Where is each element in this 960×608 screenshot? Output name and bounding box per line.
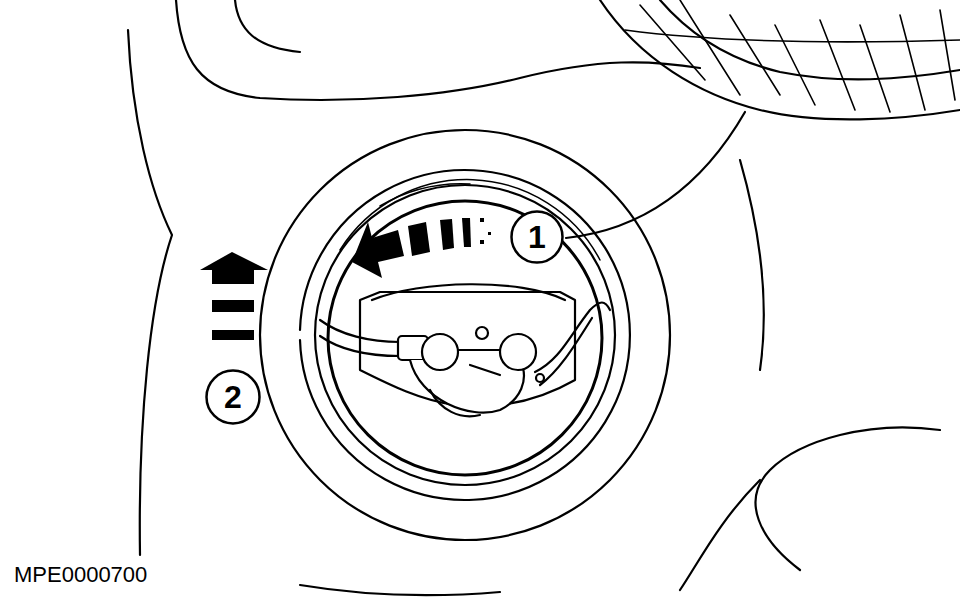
pump-detail	[458, 350, 500, 375]
callout-outline	[207, 371, 260, 424]
lift-arrow	[200, 252, 268, 340]
opening-inner-ring	[328, 201, 602, 475]
figure-code: MPE0000700	[14, 562, 147, 588]
wire	[535, 303, 610, 373]
pump-body	[410, 360, 524, 413]
callout-circle: 2	[205, 369, 261, 425]
hose	[600, 0, 960, 119]
arrow-dash	[440, 219, 454, 250]
wire-clip	[536, 374, 544, 382]
pump-flange	[372, 284, 565, 300]
tank-contour	[128, 30, 172, 555]
arrow-dash	[462, 218, 471, 247]
opening-ring	[315, 185, 615, 485]
fuel-line	[320, 320, 400, 356]
wire	[540, 318, 592, 385]
arrow-dot	[480, 218, 484, 222]
tank-contour	[176, 0, 700, 100]
arrow-head	[200, 252, 268, 270]
pump-knob	[422, 334, 458, 370]
arrow-dash	[212, 300, 254, 312]
ring-shading	[380, 184, 470, 206]
opening-outer-ring	[260, 130, 670, 540]
hose-grid	[625, 30, 960, 42]
pump-knob	[500, 334, 536, 370]
tank-contour	[756, 427, 940, 570]
arrow-dot	[488, 232, 491, 235]
opening-ring	[300, 170, 630, 500]
callout-circle: 1	[510, 210, 564, 264]
arrow-dash	[212, 330, 254, 340]
arrow-head	[352, 222, 404, 278]
tank-contour	[235, 0, 300, 52]
tank-contour	[300, 585, 500, 595]
arrow-dot	[480, 240, 484, 244]
tank-contour	[680, 480, 760, 590]
rotation-arrow	[352, 218, 491, 278]
arrow-dash	[408, 222, 430, 256]
arrow-shaft	[212, 270, 254, 284]
callout-number: 2	[224, 381, 242, 413]
callout-outline	[512, 212, 563, 263]
tank-contour	[740, 160, 764, 370]
pump-knob	[476, 327, 488, 339]
leader-line	[566, 112, 745, 238]
pump-body	[430, 390, 480, 416]
hose-grid	[640, 0, 955, 112]
callout-number: 1	[528, 221, 546, 253]
